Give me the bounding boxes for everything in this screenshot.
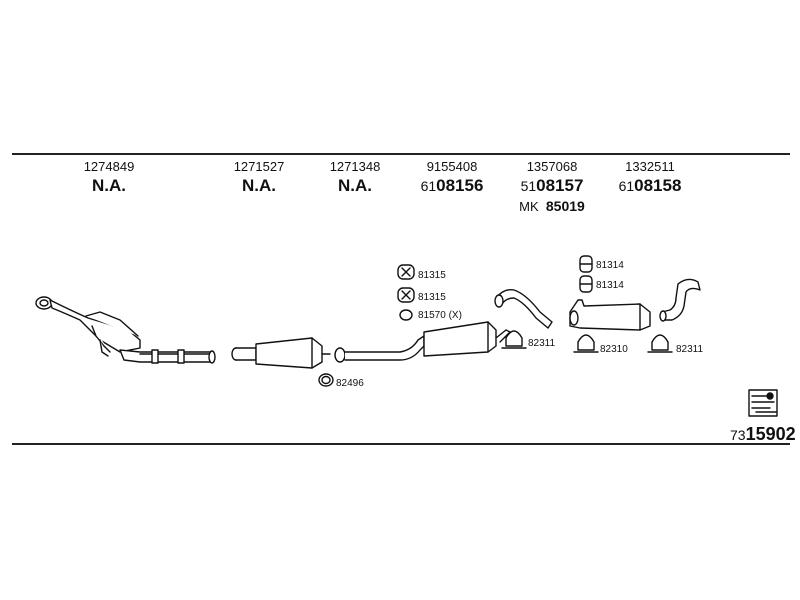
intermediate-pipe-drawing bbox=[334, 321, 511, 363]
rubber-hanger-icon bbox=[579, 255, 593, 273]
clamp-icon bbox=[573, 334, 599, 353]
rubber-hanger-icon bbox=[397, 287, 415, 303]
part-column-4: 9155408 6108156 bbox=[414, 160, 490, 196]
part-prefix: 61 bbox=[420, 178, 437, 194]
part-column-1: 1274849 N.A. bbox=[78, 160, 140, 196]
kit-number: 85019 bbox=[545, 198, 585, 214]
part-column-3: 1271348 N.A. bbox=[324, 160, 386, 196]
oe-code: 9155408 bbox=[426, 159, 478, 174]
oe-code: 1274849 bbox=[83, 159, 135, 174]
ref-label-81314-b: 81314 bbox=[596, 280, 624, 291]
ref-label-81315-b: 81315 bbox=[418, 292, 446, 303]
part-column-6: 1332511 6108158 bbox=[612, 160, 688, 196]
rubber-hanger-icon bbox=[579, 275, 593, 293]
ref-label-82310: 82310 bbox=[600, 344, 628, 355]
rear-bend-pipe-drawing bbox=[494, 288, 553, 329]
oe-code: 1271527 bbox=[233, 159, 285, 174]
part-column-2: 1271527 N.A. bbox=[228, 160, 290, 196]
part-number: N.A. bbox=[242, 176, 276, 195]
tail-pipe-drawing bbox=[659, 278, 701, 322]
part-prefix: 51 bbox=[520, 178, 537, 194]
clamp-icon bbox=[647, 334, 673, 353]
part-number: 08158 bbox=[634, 176, 682, 195]
ref-label-82311-a: 82311 bbox=[528, 338, 556, 349]
catalog-number: 7315902 bbox=[730, 424, 796, 445]
ref-label-81570: 81570 (X) bbox=[418, 310, 462, 321]
catalog-main-number: 15902 bbox=[745, 424, 796, 444]
part-column-5: 1357068 5108157 MK 85019 bbox=[512, 159, 592, 215]
oe-code: 1357068 bbox=[526, 159, 578, 174]
ref-label-82311-b: 82311 bbox=[676, 344, 704, 355]
part-number: N.A. bbox=[338, 176, 372, 195]
oe-code: 1332511 bbox=[625, 159, 675, 174]
ref-label-81315-a: 81315 bbox=[418, 270, 446, 281]
part-number: 08157 bbox=[536, 176, 584, 195]
clamp-icon bbox=[501, 330, 527, 349]
top-rule bbox=[12, 153, 790, 155]
oe-code: 1271348 bbox=[329, 159, 381, 174]
front-muffler-drawing bbox=[231, 337, 331, 369]
bottom-rule bbox=[12, 443, 790, 445]
catalog-prefix: 73 bbox=[730, 427, 746, 443]
catalog-logo-icon bbox=[748, 389, 778, 417]
ref-label-82496: 82496 bbox=[336, 378, 364, 389]
part-number: 08156 bbox=[436, 176, 484, 195]
kit-prefix: MK bbox=[519, 199, 539, 214]
ref-label-81314-a: 81314 bbox=[596, 260, 624, 271]
front-downpipe-drawing bbox=[35, 296, 216, 364]
part-number: N.A. bbox=[92, 176, 126, 195]
rear-muffler-drawing bbox=[569, 299, 651, 331]
sealing-ring-icon bbox=[318, 373, 334, 387]
gasket-ring-icon bbox=[399, 309, 413, 321]
part-prefix: 61 bbox=[618, 178, 635, 194]
rubber-hanger-icon bbox=[397, 264, 415, 280]
